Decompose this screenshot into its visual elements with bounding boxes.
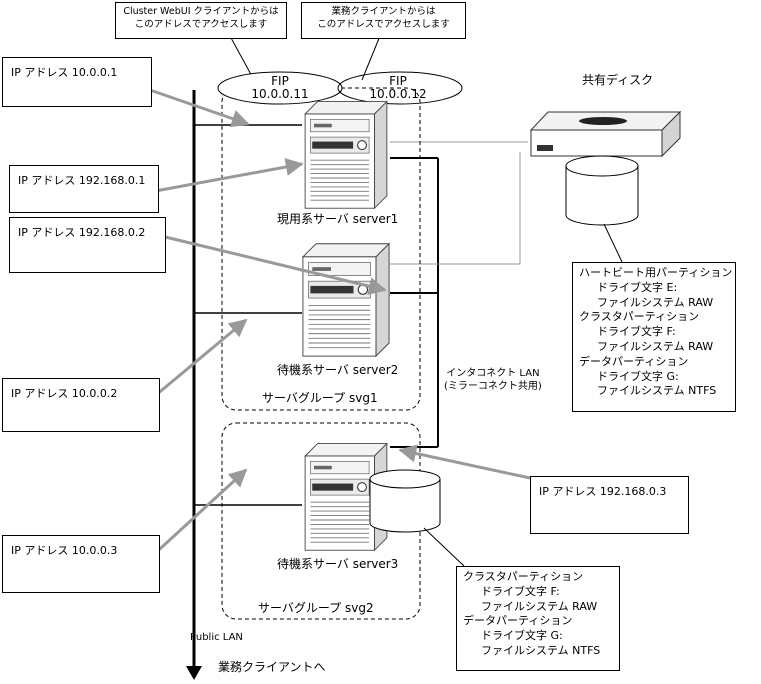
local-disk-fs-ntfs: ファイルシステム NTFS — [481, 643, 601, 657]
shared-disk-cylinder-icon — [565, 155, 639, 226]
ip-box-public-server2: IP アドレス 10.0.0.2 — [2, 378, 160, 432]
interconnect-label: インタコネクト LAN (ミラーコネクト共用) — [444, 367, 542, 393]
ip-label-interconnect-server2: IP アドレス 192.168.0.2 — [18, 226, 146, 239]
webui-callout: Cluster WebUI クライアントからは このアドレスでアクセスします — [115, 2, 287, 39]
fip-label-2-name: FIP — [389, 74, 407, 88]
server2-label: 待機系サーバ server2 — [277, 363, 399, 377]
shared-disk-partition-cluster: クラスタパーティション — [579, 310, 700, 324]
disk-info-pointers — [423, 223, 623, 567]
business-callout-line2: このアドレスでアクセスします — [317, 19, 450, 30]
shared-disk-partition-data: データパーティション — [579, 354, 689, 368]
fip-label-1-address: 10.0.0.11 — [251, 87, 309, 101]
shared-disk-connections — [390, 141, 528, 265]
shared-disk-fs-raw-1: ファイルシステム RAW — [597, 295, 714, 309]
ip-label-interconnect-server1: IP アドレス 192.168.0.1 — [18, 174, 146, 187]
ip-box-interconnect-server1: IP アドレス 192.168.0.1 — [9, 165, 159, 213]
shared-disk-drive-f: ドライブ文字 F: — [597, 325, 676, 339]
interconnect-lan — [390, 157, 439, 448]
server1-label: 現用系サーバ server1 — [277, 212, 399, 226]
business-callout-line1: 業務クライアントからは — [331, 6, 436, 17]
local-disk-drive-g: ドライブ文字 G: — [481, 629, 563, 643]
fip-label-1-name: FIP — [271, 74, 289, 88]
interconnect-label-line2: (ミラーコネクト共用) — [444, 381, 542, 392]
public-lan-line — [186, 90, 202, 680]
ip-box-public-server1: IP アドレス 10.0.0.1 — [2, 57, 152, 107]
local-disk-info-box: クラスタパーティション ドライブ文字 F: ファイルシステム RAW データパー… — [456, 566, 620, 671]
ip-box-interconnect-server3: IP アドレス 192.168.0.3 — [530, 476, 689, 534]
fip-label-1: FIP 10.0.0.11 — [240, 75, 320, 101]
fip-label-2-address: 10.0.0.12 — [369, 87, 427, 101]
fip-label-2: FIP 10.0.0.12 — [358, 75, 438, 101]
fip-ellipse-1 — [217, 71, 343, 105]
shared-disk-fs-raw-2: ファイルシステム RAW — [597, 339, 714, 353]
shared-disk-title: 共有ディスク — [582, 73, 654, 87]
server-group-svg2-label: サーバグループ svg2 — [258, 601, 374, 615]
ip-box-public-server3: IP アドレス 10.0.0.3 — [2, 535, 160, 593]
ip-box-interconnect-server2: IP アドレス 192.168.0.2 — [9, 217, 166, 273]
shared-disk-partition-heartbeat: ハートビート用パーティション — [579, 266, 733, 279]
webui-callout-line1: Cluster WebUI クライアントからは — [123, 6, 279, 17]
server2-icon — [302, 243, 390, 357]
local-disk-fs-raw: ファイルシステム RAW — [481, 599, 598, 613]
ip-label-public-server1: IP アドレス 10.0.0.1 — [11, 66, 118, 79]
server3-label: 待機系サーバ server3 — [277, 557, 399, 571]
ip-label-public-server2: IP アドレス 10.0.0.2 — [11, 387, 118, 400]
local-disk-partition-cluster: クラスタパーティション — [463, 570, 584, 583]
shared-disk-info-box: ハートビート用パーティション ドライブ文字 E: ファイルシステム RAW クラ… — [572, 262, 736, 412]
local-disk-drive-f: ドライブ文字 F: — [481, 584, 560, 598]
ip-label-public-server3: IP アドレス 10.0.0.3 — [11, 544, 118, 557]
shared-disk-drive-g: ドライブ文字 G: — [597, 369, 679, 383]
shared-disk-array-icon — [529, 110, 682, 158]
interconnect-label-line1: インタコネクト LAN — [446, 368, 540, 379]
business-clients-label: 業務クライアントへ — [218, 660, 326, 674]
local-disk-partition-data: データパーティション — [463, 614, 573, 628]
server1-icon — [304, 100, 388, 209]
local-disk-cylinder-icon — [369, 469, 441, 533]
webui-callout-line2: このアドレスでアクセスします — [134, 19, 268, 30]
ip-pointer-arrows — [148, 88, 531, 560]
callout-pointers — [229, 35, 381, 81]
shared-disk-drive-e: ドライブ文字 E: — [597, 280, 678, 294]
public-lan-label: Public LAN — [190, 632, 243, 643]
shared-disk-fs-ntfs: ファイルシステム NTFS — [597, 384, 717, 398]
ip-label-interconnect-server3: IP アドレス 192.168.0.3 — [539, 485, 667, 498]
fip-ellipse-2 — [337, 71, 463, 105]
server-group-svg1-label: サーバグループ svg1 — [262, 391, 378, 405]
business-callout: 業務クライアントからは このアドレスでアクセスします — [301, 2, 466, 39]
